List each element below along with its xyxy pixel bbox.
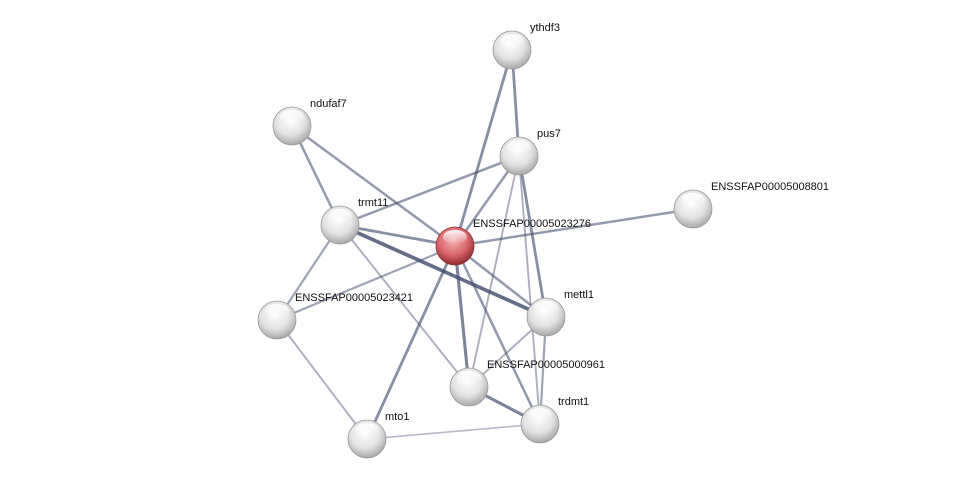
- node-label: pus7: [537, 128, 561, 140]
- node-label: ENSSFAP00005008801: [711, 181, 829, 193]
- node-ENSSFAP00005023276[interactable]: ENSSFAP00005023276: [435, 218, 591, 266]
- node-label: trmt11: [358, 197, 388, 209]
- edge-ndufaf7-ENSSFAP00005023276[interactable]: [291, 124, 456, 248]
- node-trdmt1[interactable]: trdmt1: [520, 396, 589, 444]
- node-label: ythdf3: [530, 22, 560, 34]
- node-label: mettl1: [564, 289, 594, 301]
- edge-pus7-ENSSFAP00005000961[interactable]: [468, 155, 520, 388]
- node-pus7[interactable]: pus7: [499, 128, 561, 176]
- edge-ENSSFAP00005023276-ENSSFAP00005000961[interactable]: [453, 245, 471, 388]
- edge-pus7-mettl1[interactable]: [517, 155, 548, 318]
- edge-ENSSFAP00005023276-mto1[interactable]: [365, 245, 457, 440]
- node-highlight: [528, 408, 552, 422]
- node-ENSSFAP00005023421[interactable]: ENSSFAP00005023421: [257, 292, 413, 340]
- edge-pus7-trdmt1[interactable]: [518, 155, 541, 425]
- node-ENSSFAP00005008801[interactable]: ENSSFAP00005008801: [673, 181, 829, 229]
- node-highlight: [500, 34, 524, 48]
- edge-ENSSFAP00005023421-mto1[interactable]: [276, 319, 368, 440]
- node-mettl1[interactable]: mettl1: [526, 289, 594, 337]
- node-highlight: [534, 301, 558, 315]
- node-highlight: [457, 371, 481, 385]
- edge-trmt11-ENSSFAP00005023276[interactable]: [339, 223, 456, 248]
- node-highlight: [443, 230, 467, 244]
- edge-pus7-trmt11[interactable]: [339, 154, 520, 227]
- node-ythdf3[interactable]: ythdf3: [492, 22, 560, 70]
- edge-ENSSFAP00005023276-trdmt1[interactable]: [453, 245, 542, 425]
- node-label: trdmt1: [558, 396, 589, 408]
- node-ENSSFAP00005000961[interactable]: ENSSFAP00005000961: [449, 359, 605, 407]
- edge-trmt11-ENSSFAP00005000961[interactable]: [339, 224, 470, 388]
- edge-ythdf3-ENSSFAP00005023276[interactable]: [453, 49, 514, 247]
- node-ndufaf7[interactable]: ndufaf7: [272, 98, 347, 146]
- edge-ENSSFAP00005023276-ENSSFAP00005008801[interactable]: [454, 207, 694, 248]
- node-highlight: [280, 110, 304, 124]
- node-label: ENSSFAP00005000961: [487, 359, 605, 371]
- node-highlight: [328, 209, 352, 223]
- node-mto1[interactable]: mto1: [347, 411, 409, 459]
- node-label: ENSSFAP00005023276: [473, 218, 591, 230]
- node-label: mto1: [385, 411, 409, 423]
- node-highlight: [507, 140, 531, 154]
- edge-ENSSFAP00005023276-ENSSFAP00005023421[interactable]: [276, 244, 456, 322]
- edge-mto1-trdmt1[interactable]: [366, 423, 541, 440]
- node-highlight: [681, 193, 705, 207]
- node-label: ndufaf7: [310, 98, 347, 110]
- node-highlight: [355, 423, 379, 437]
- node-label: ENSSFAP00005023421: [295, 292, 413, 304]
- node-highlight: [265, 304, 289, 318]
- node-trmt11[interactable]: trmt11: [320, 197, 388, 245]
